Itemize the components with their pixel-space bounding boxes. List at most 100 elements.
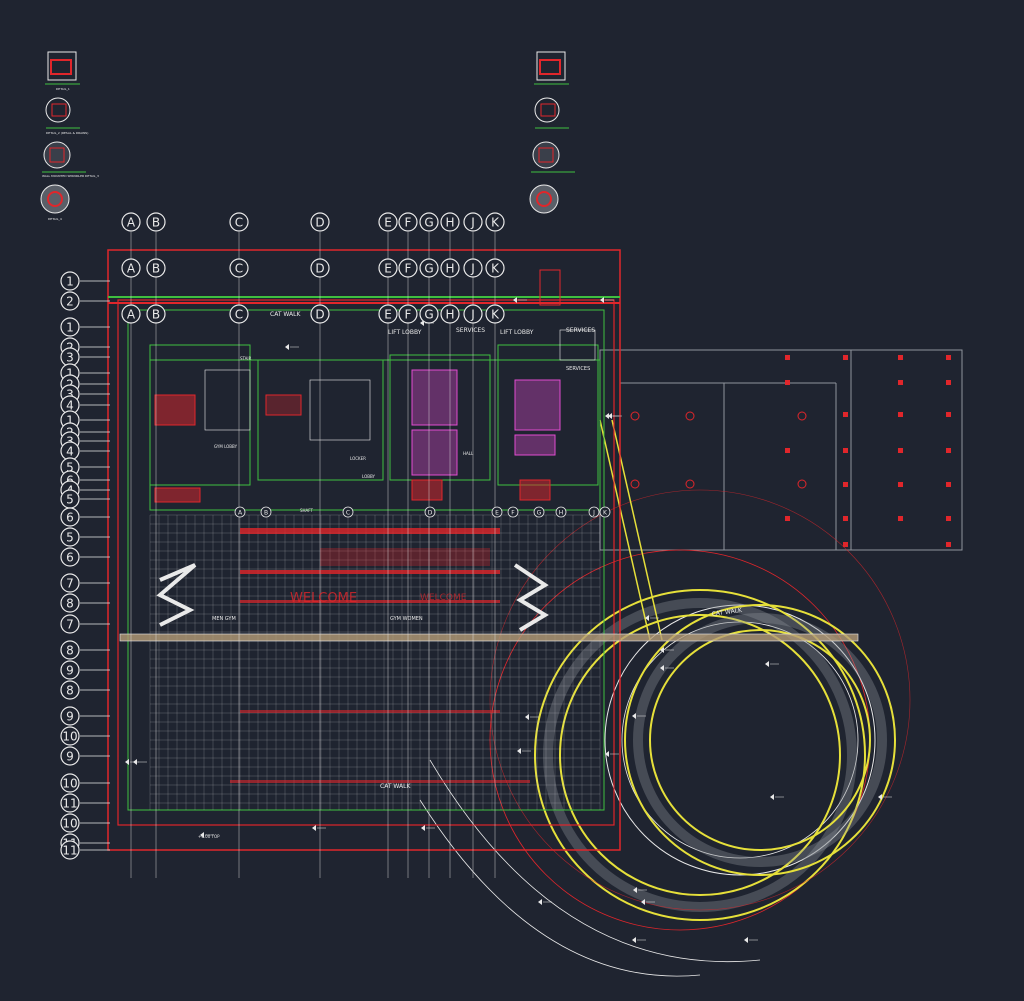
- column-bubble-small-b: B: [260, 506, 272, 518]
- svg-text:H: H: [445, 262, 454, 276]
- column-bubble-small-j: J: [588, 506, 600, 518]
- row-bubble-7: 7: [60, 573, 110, 593]
- row-bubble-9: 9: [60, 706, 110, 726]
- svg-text:6: 6: [66, 511, 74, 525]
- svg-text:3: 3: [66, 388, 74, 402]
- detail-2-label: DETAIL_2 (RESAL & DRAINS): [46, 131, 88, 135]
- svg-text:K: K: [491, 262, 500, 276]
- elevation-marker: [525, 714, 539, 720]
- detail-1-label: DETAIL_1: [56, 87, 70, 91]
- elevation-marker: [513, 297, 527, 303]
- column-bubble-e: E: [378, 304, 398, 324]
- svg-text:E: E: [384, 262, 392, 276]
- row-bubble-9: 9: [60, 660, 110, 680]
- men-gym-label: MEN GYM: [212, 616, 236, 622]
- elevation-marker: [600, 297, 614, 303]
- column-bubble-k: K: [485, 212, 505, 232]
- welcome-label: WELCOME: [290, 591, 357, 606]
- red-bands: [230, 528, 530, 783]
- svg-text:C: C: [235, 216, 243, 230]
- column-bubble-d: D: [310, 304, 330, 324]
- svg-text:K: K: [491, 216, 500, 230]
- room-labels: CAT WALK CAT WALK CAT WALK LIFT LOBBY LI…: [198, 311, 743, 839]
- svg-text:9: 9: [66, 664, 74, 678]
- elevation-marker: [133, 759, 147, 765]
- svg-text:F: F: [511, 510, 515, 517]
- svg-text:D: D: [315, 308, 324, 322]
- elevation-marker: [285, 344, 299, 350]
- row-bubble-1: 1: [60, 317, 110, 337]
- column-bubble-f: F: [398, 304, 418, 324]
- elevation-marker: [765, 661, 779, 667]
- svg-text:8: 8: [66, 644, 74, 658]
- column-bubble-small-d: D: [424, 506, 436, 518]
- lobby-label: LOBBY: [362, 474, 376, 479]
- column-bubble-c: C: [229, 258, 249, 278]
- elevation-marker: [633, 887, 647, 893]
- services-right-sub-label: SERVICES: [566, 366, 590, 372]
- row-bubble-8: 8: [60, 680, 110, 700]
- svg-text:7: 7: [66, 618, 74, 632]
- svg-text:10: 10: [62, 817, 77, 831]
- svg-text:H: H: [559, 510, 564, 517]
- stair-label: STAIR: [240, 356, 252, 361]
- elevation-marker: [660, 647, 674, 653]
- welcome-sub-label: WELCOME: [420, 593, 467, 603]
- elevation-marker: [632, 937, 646, 943]
- svg-text:A: A: [238, 510, 243, 517]
- column-bubble-g: G: [419, 258, 439, 278]
- row-bubble-8: 8: [60, 593, 110, 613]
- gym-lobby-label: GYM LOBBY: [214, 444, 238, 449]
- svg-text:A: A: [127, 308, 136, 322]
- cat-walk-ring-label: CAT WALK: [711, 607, 743, 618]
- grid-lines-vertical: [130, 232, 496, 878]
- svg-text:G: G: [537, 510, 542, 517]
- catwalk-bar: [119, 633, 859, 642]
- column-bubble-a: A: [121, 304, 141, 324]
- svg-text:J: J: [470, 216, 475, 230]
- detail-thumbnails-left: DETAIL_1 DETAIL_2 (RESAL & DRAINS) WALL …: [40, 51, 99, 221]
- row-bubble-8: 8: [60, 640, 110, 660]
- elevation-marker: [641, 899, 655, 905]
- row-bubble-7: 7: [60, 614, 110, 634]
- annex-structure: [599, 349, 963, 551]
- lift-lobby-left-label: LIFT LOBBY: [388, 329, 422, 336]
- svg-text:C: C: [235, 308, 243, 322]
- svg-text:J: J: [592, 510, 595, 517]
- column-bubble-c: C: [229, 212, 249, 232]
- row-bubble-10: 10: [60, 773, 110, 793]
- column-bubble-g: G: [419, 304, 439, 324]
- svg-text:G: G: [424, 262, 433, 276]
- cat-walk-bottom-label: CAT WALK: [380, 783, 411, 790]
- svg-text:D: D: [428, 510, 433, 517]
- elevation-marker: [632, 713, 646, 719]
- svg-text:8: 8: [66, 597, 74, 611]
- row-bubble-2: 2: [60, 291, 110, 311]
- column-bubble-h: H: [440, 212, 460, 232]
- annex-columns: [785, 355, 951, 547]
- svg-text:4: 4: [66, 445, 74, 459]
- row-bubble-11: 11: [60, 840, 110, 860]
- column-bubble-h: H: [440, 258, 460, 278]
- building-outline: [107, 249, 621, 851]
- column-bubble-b: B: [146, 212, 166, 232]
- svg-text:G: G: [424, 308, 433, 322]
- elevation-marker: [421, 825, 435, 831]
- services-right-label: SERVICES: [566, 327, 595, 334]
- svg-text:A: A: [127, 216, 136, 230]
- column-bubble-small-a: A: [234, 506, 246, 518]
- svg-text:D: D: [315, 262, 324, 276]
- svg-text:H: H: [445, 308, 454, 322]
- column-bubble-j: J: [463, 212, 483, 232]
- column-bubble-k: K: [485, 258, 505, 278]
- elevation-marker: [878, 794, 892, 800]
- row-bubble-4: 4: [60, 441, 110, 461]
- row-bubble-10: 10: [60, 726, 110, 746]
- column-bubble-b: B: [146, 258, 166, 278]
- locker-label: LOCKER: [350, 456, 366, 461]
- column-bubble-f: F: [398, 212, 418, 232]
- svg-text:J: J: [470, 262, 475, 276]
- elevation-markers: [125, 297, 892, 943]
- shaft-label: SHAFT: [300, 508, 314, 513]
